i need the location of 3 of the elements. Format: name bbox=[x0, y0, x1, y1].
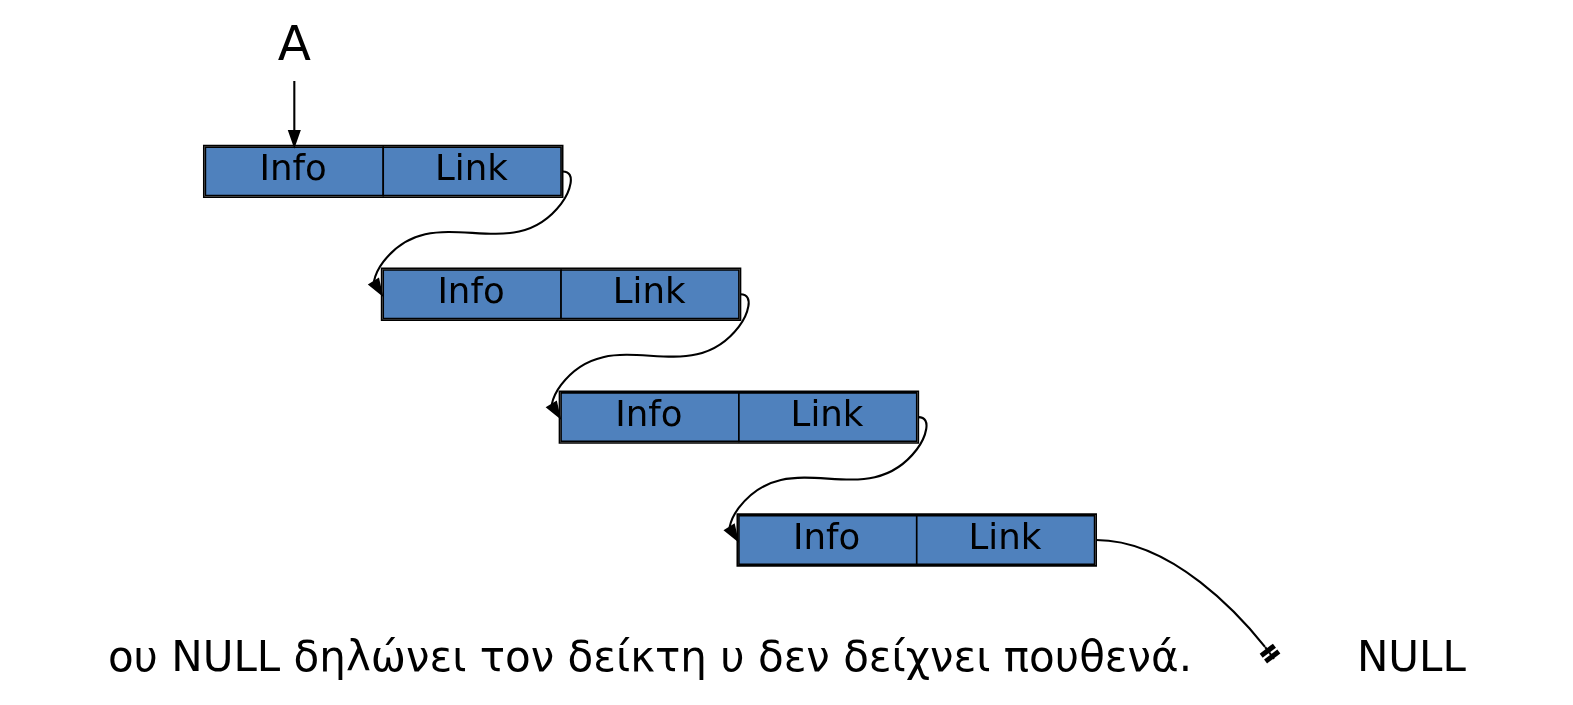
label: ου NULL δηλώνει τον δείκτη υ δεν δείχνει πουθενά. bbox=[107, 631, 1192, 681]
node-text: A bbox=[277, 14, 311, 71]
label: NULL bbox=[1356, 631, 1466, 681]
